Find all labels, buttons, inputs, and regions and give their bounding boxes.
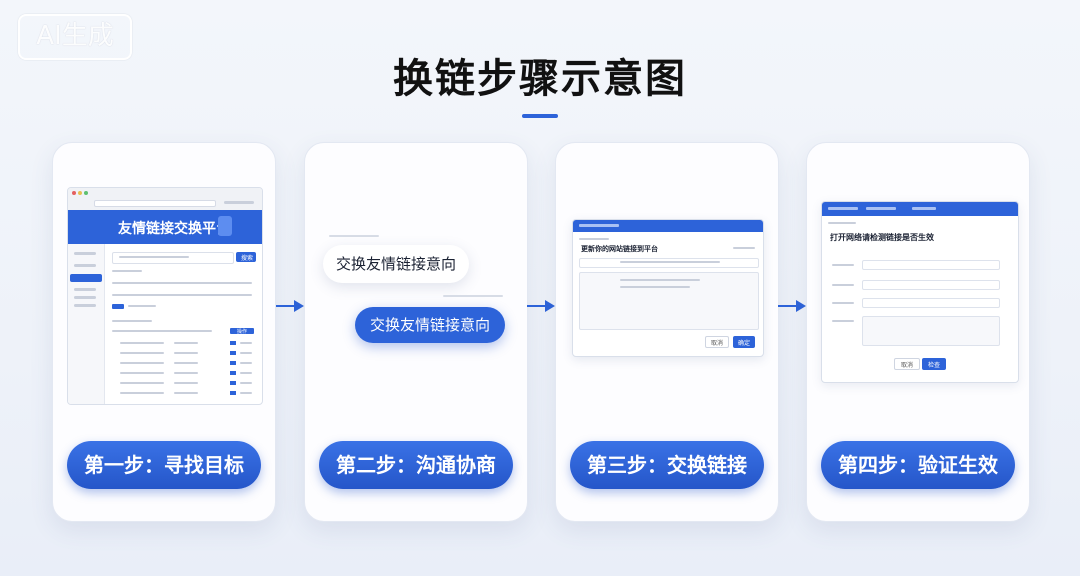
search-input-mock <box>112 252 234 264</box>
page-title: 换链步骤示意图 <box>393 56 687 102</box>
title-underline <box>522 114 558 118</box>
arrow-right-icon <box>276 298 306 314</box>
step-card-4: 打开网络请检测链接是否生效 取消 检查 第四步：验证生效 <box>806 142 1030 522</box>
browser-toolbar <box>68 188 262 211</box>
cancel-button[interactable]: 取消 <box>894 358 920 370</box>
platform-header-title: 友情链接交换平台 <box>118 221 230 237</box>
dialog-mock: 更新你的网站链接到平台 取消 确定 <box>572 219 764 357</box>
step-card-2: 交换友情链接意向 交换友情链接意向 第二步：沟通协商 <box>304 142 528 522</box>
step-card-1: 友情链接交换平台 搜索 操作 <box>52 142 276 522</box>
step-1-label: 第一步：寻找目标 <box>67 441 261 489</box>
logo-icon <box>218 216 232 236</box>
sidebar-mock <box>68 244 105 404</box>
dialog-title: 更新你的网站链接到平台 <box>581 245 658 253</box>
browser-window-mock: 友情链接交换平台 搜索 操作 <box>67 187 263 405</box>
step-2-label: 第二步：沟通协商 <box>319 441 513 489</box>
chat-bubble-incoming: 交换友情链接意向 <box>323 245 469 283</box>
check-button[interactable]: 检查 <box>922 358 946 370</box>
step-4-label: 第四步：验证生效 <box>821 441 1015 489</box>
verify-page-title: 打开网络请检测链接是否生效 <box>830 233 934 242</box>
confirm-button[interactable]: 确定 <box>733 336 755 348</box>
results-table-mock: 操作 <box>112 318 256 398</box>
ai-generated-watermark: AI生成 <box>18 14 132 60</box>
chat-bubble-outgoing: 交换友情链接意向 <box>355 307 505 343</box>
arrow-right-icon <box>527 298 557 314</box>
step-card-3: 更新你的网站链接到平台 取消 确定 第三步：交换链接 <box>555 142 779 522</box>
arrow-right-icon <box>778 298 808 314</box>
verify-page-mock: 打开网络请检测链接是否生效 取消 检查 <box>821 201 1019 383</box>
step-3-label: 第三步：交换链接 <box>570 441 764 489</box>
platform-header: 友情链接交换平台 <box>68 210 262 244</box>
search-button-mock: 搜索 <box>236 252 256 262</box>
cancel-button[interactable]: 取消 <box>705 336 729 348</box>
